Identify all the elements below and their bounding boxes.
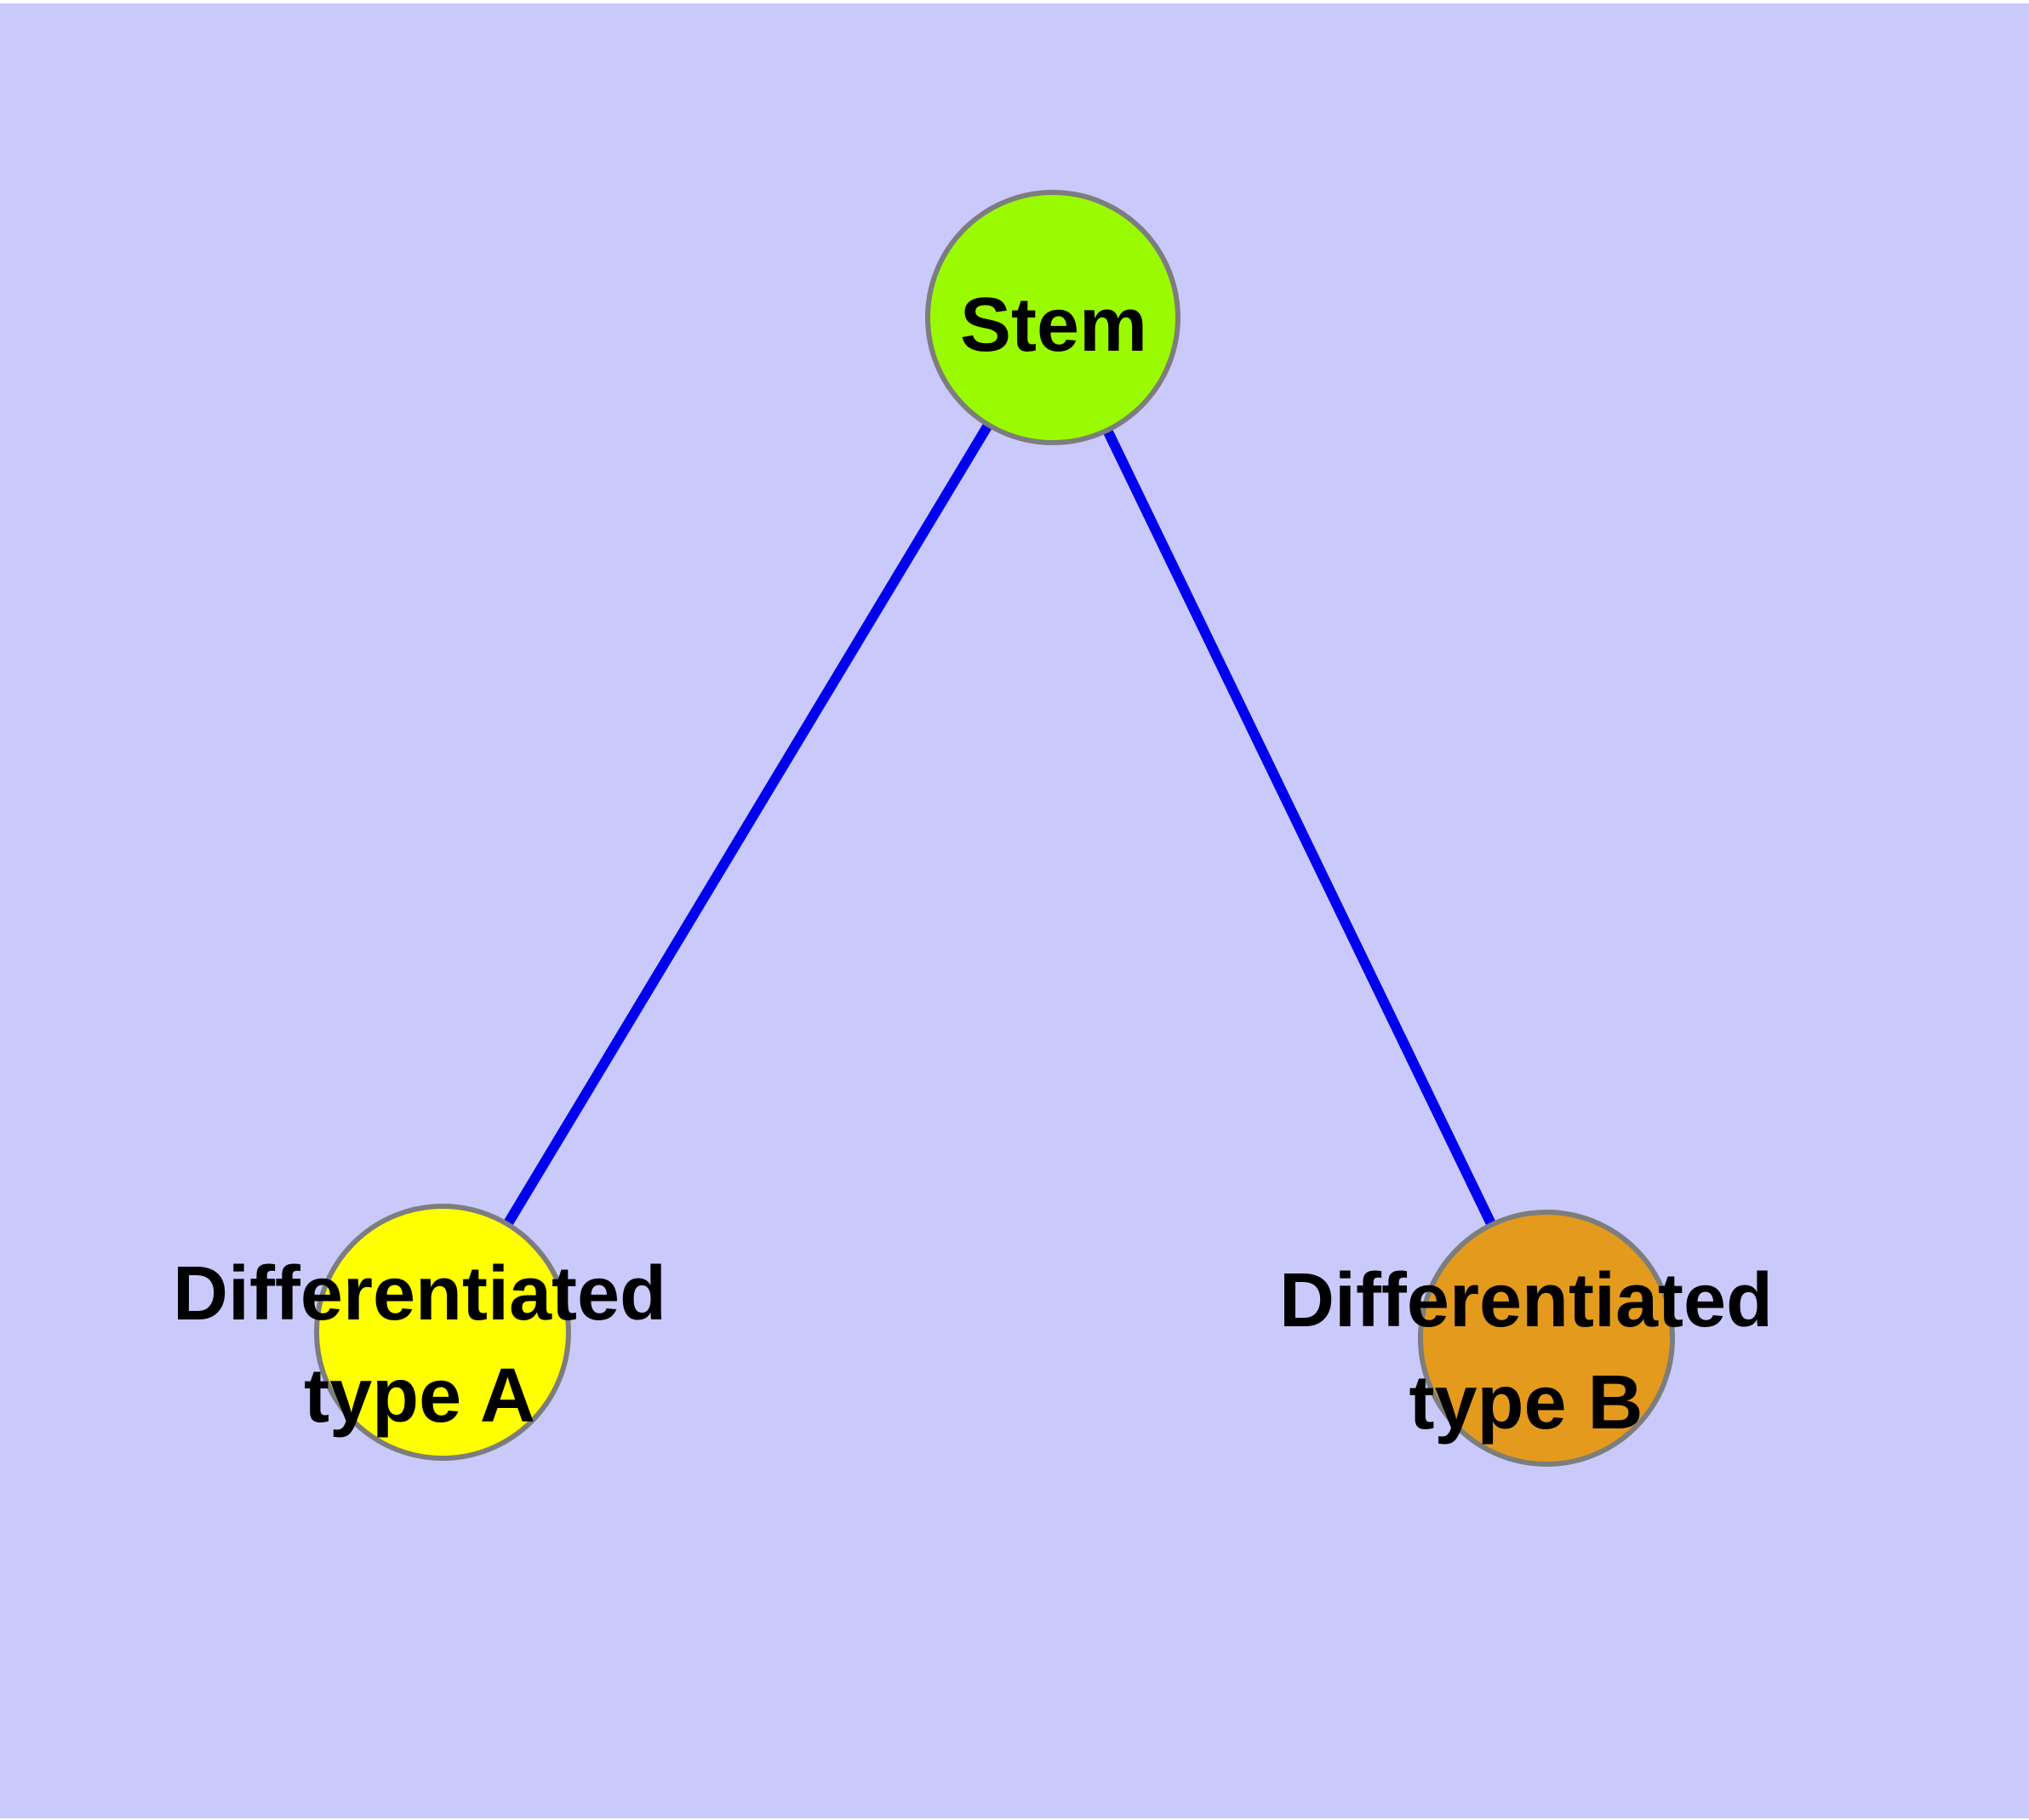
edge-stem-to-type-a [437,314,1058,1336]
edge-stem-to-type-b [1048,315,1552,1341]
stem-node-circle [925,190,1180,445]
type-b-node-label: Differentiated type B [1228,1250,1824,1454]
type-b-label-line1: Differentiated [1278,1258,1774,1343]
type-a-node-circle [314,1204,571,1461]
type-a-label-line1: Differentiated [172,1251,667,1336]
graph-svg [314,190,1675,1467]
diagram-canvas: Stem Differentiated type A Differentiate… [0,3,2029,1818]
type-a-node-label: Differentiated type A [122,1243,717,1447]
stem-node-label: Stem [959,283,1148,368]
type-a-label-line2: type A [304,1354,535,1439]
type-b-label-line2: type B [1409,1360,1643,1445]
type-b-node-circle [1418,1210,1675,1467]
